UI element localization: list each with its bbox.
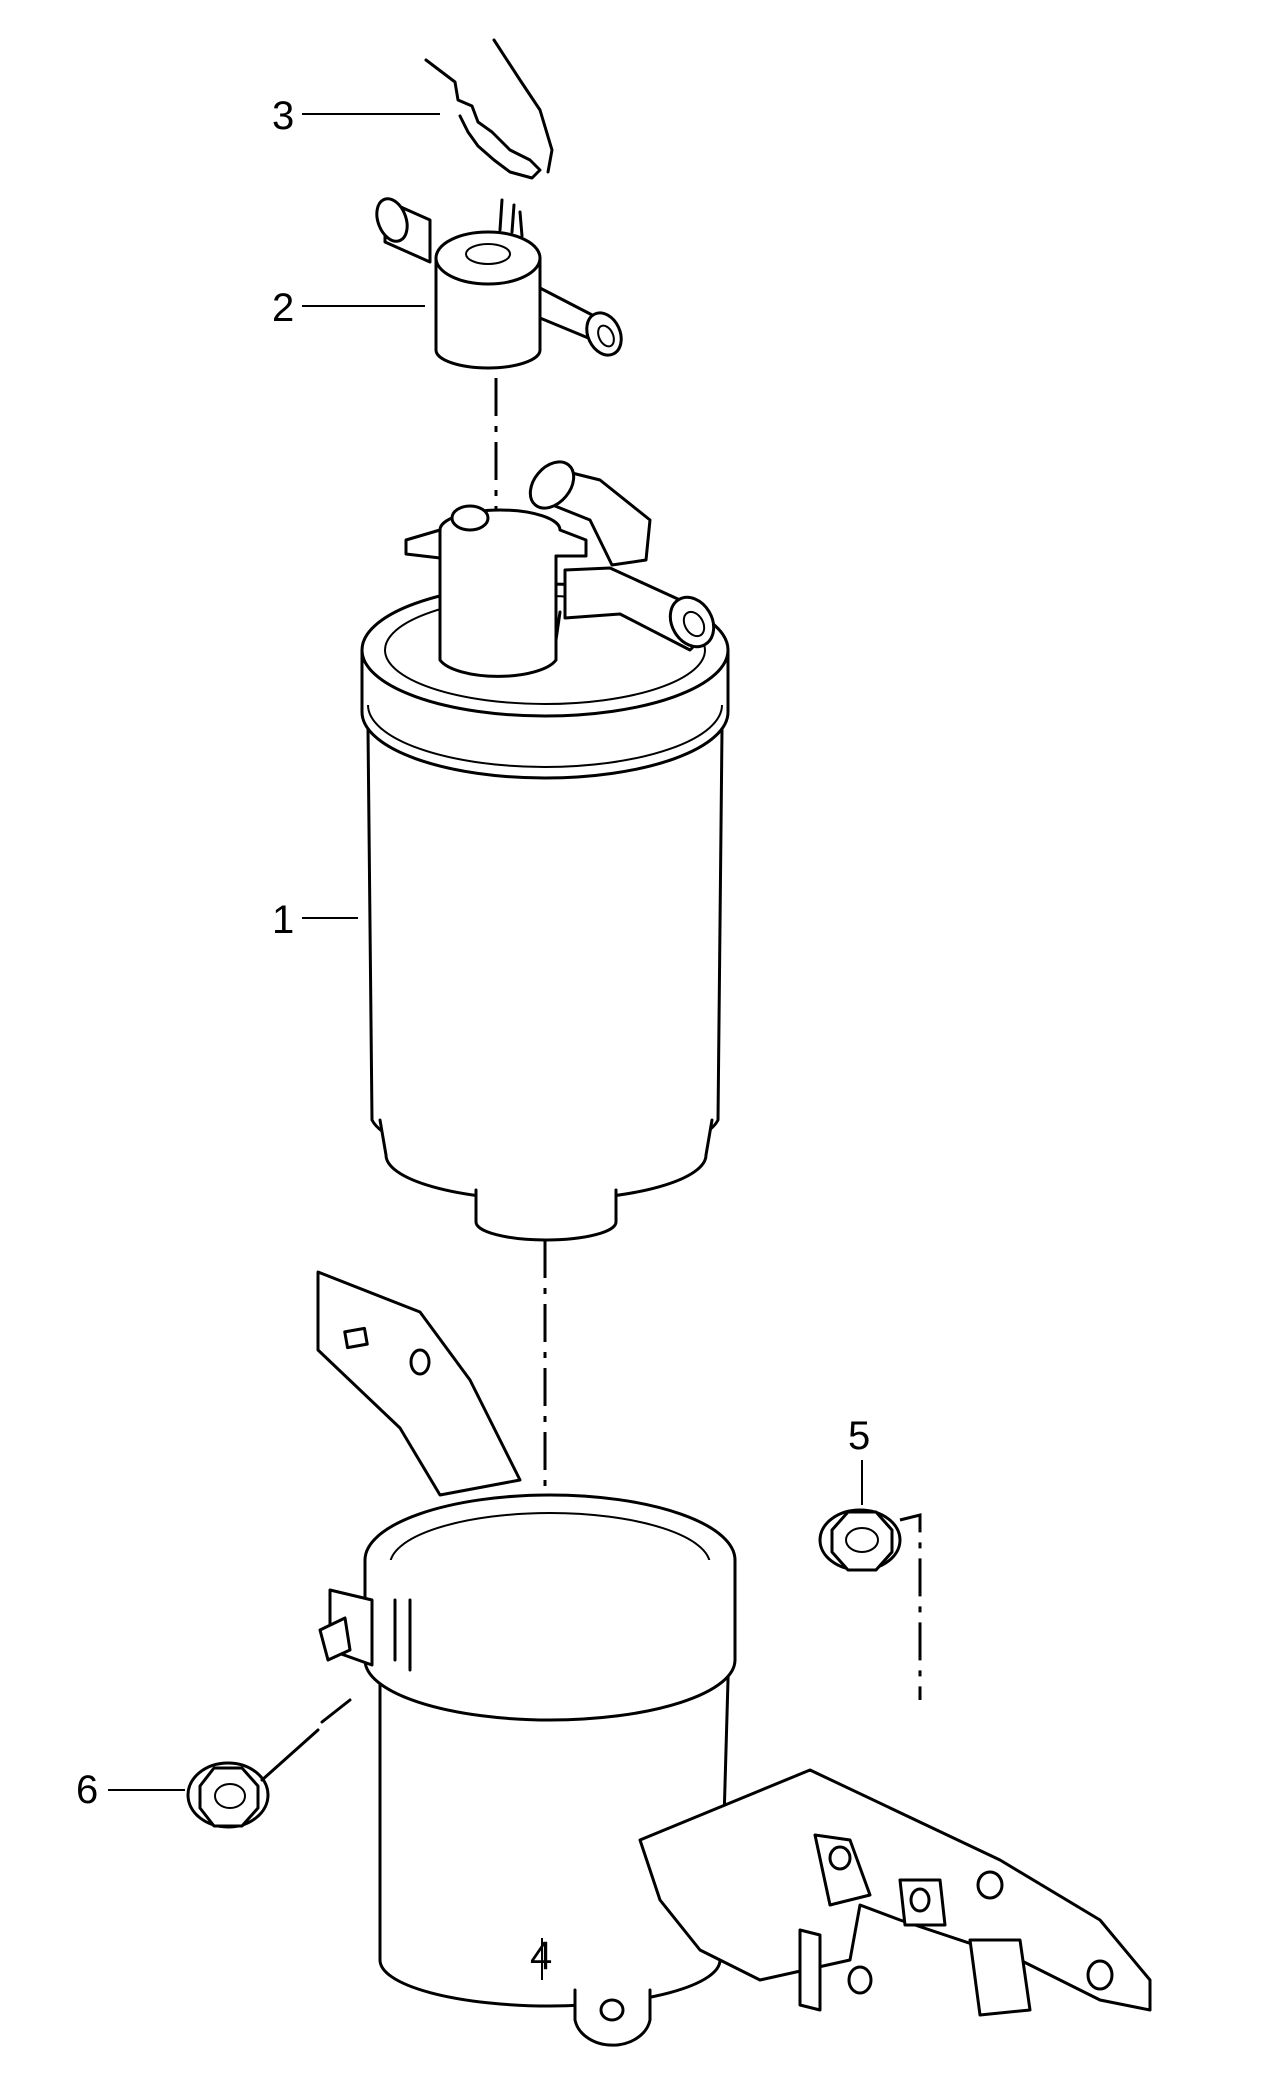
nut-left: [186, 1761, 270, 1829]
nut-upper: [818, 1508, 902, 1572]
t-connector: [375, 197, 623, 370]
callout-1: 1: [272, 898, 295, 942]
retaining-clip: [424, 38, 554, 180]
callout-4: 4: [530, 1934, 553, 1978]
callout-2: 2: [272, 286, 295, 330]
fuel-filter: [360, 460, 730, 1242]
callout-3: 3: [272, 94, 295, 138]
assembly-line-right: [899, 1513, 922, 1700]
callout-5: 5: [848, 1414, 871, 1458]
filter-holder: [316, 1270, 1152, 2047]
callout-6: 6: [76, 1768, 99, 1812]
nut-left-line: [260, 1698, 352, 1782]
